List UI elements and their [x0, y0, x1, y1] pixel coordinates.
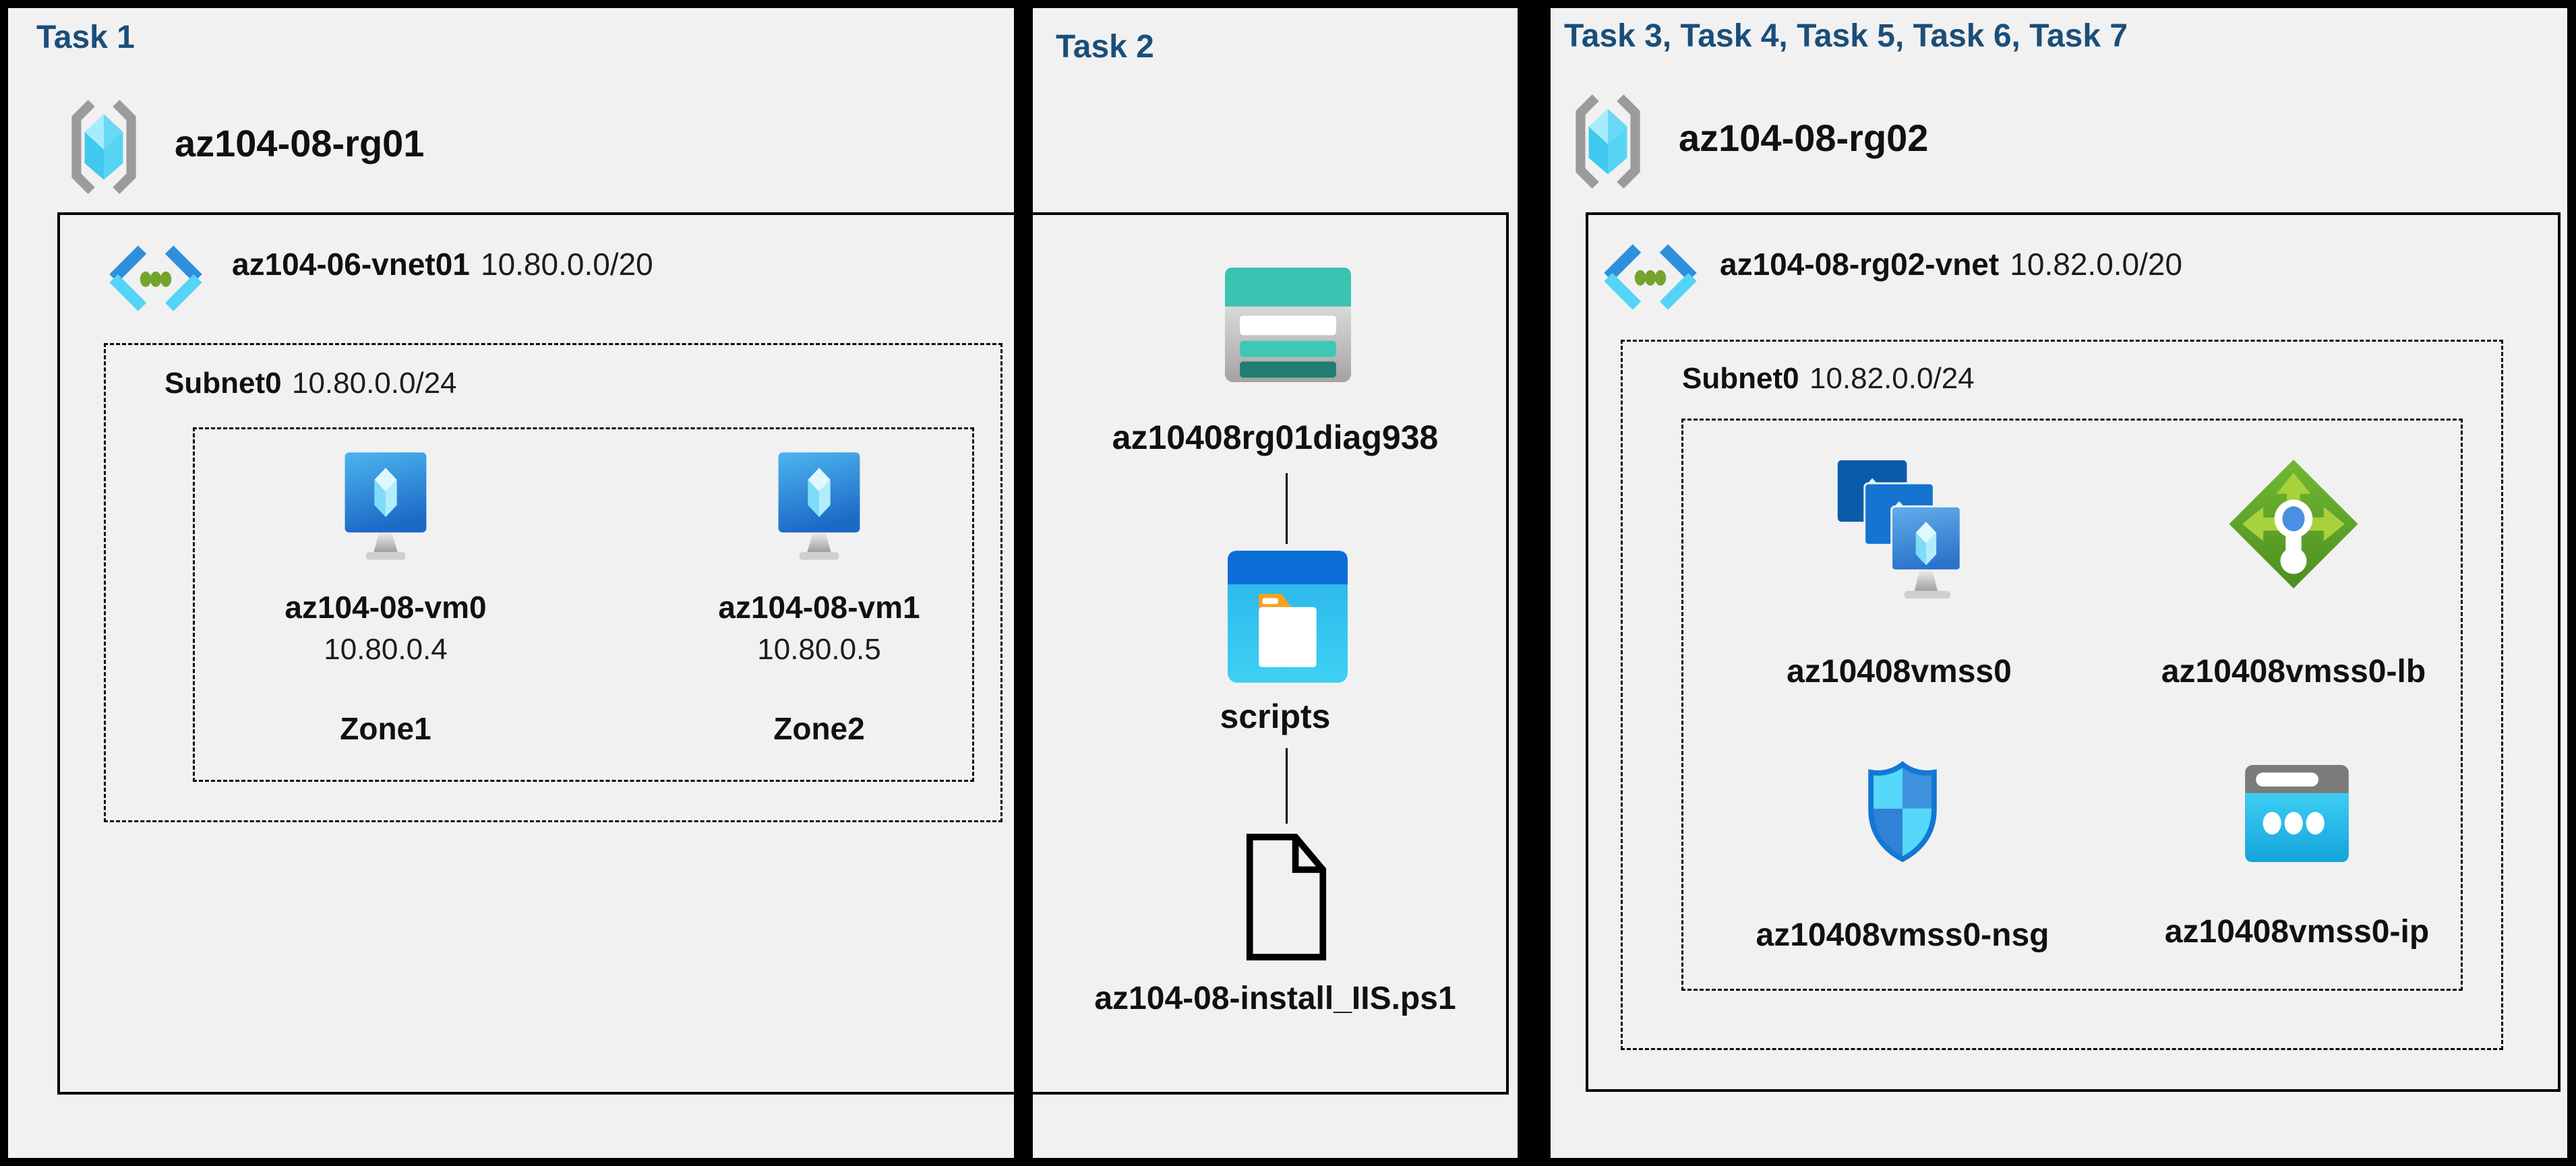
vnet-label: az104-06-vnet01 10.80.0.0/20 — [232, 246, 653, 282]
vm-node-1: az104-08-vm1 10.80.0.5 Zone2 — [671, 451, 967, 768]
vm-group-box: az104-08-vm0 10.80.0.4 Zone1 az104-08-vm… — [193, 427, 974, 782]
storage-chain-box — [1033, 212, 1509, 1095]
public-ip-name: az10408vmss0-ip — [2164, 914, 2430, 950]
shield-icon — [1868, 761, 1937, 863]
container-name: scripts — [1220, 698, 1331, 735]
subnet-label: Subnet0 10.82.0.0/24 — [1682, 362, 1975, 396]
vm-icon — [778, 452, 860, 560]
resource-group-icon — [71, 100, 136, 194]
connector-line — [1286, 473, 1288, 544]
load-balancer-node: az10408vmss0-lb — [2138, 454, 2449, 697]
resource-group-name: az104-08-rg01 — [175, 122, 425, 164]
storage-account-icon — [1225, 268, 1351, 382]
subnet-box: Subnet0 10.80.0.0/24 az104-08-vm0 10.80.0… — [104, 343, 1002, 822]
script-file-name: az104-08-install_IIS.ps1 — [1094, 981, 1456, 1016]
nsg-name: az10408vmss0-nsg — [1756, 917, 2049, 953]
vnet-box: az104-08-rg02-vnet 10.82.0.0/20 Subnet0 10… — [1586, 212, 2560, 1092]
storage-account-name: az10408rg01diag938 — [1112, 419, 1439, 456]
vnet-cidr: 10.80.0.0/20 — [480, 247, 653, 282]
vnet-name: az104-06-vnet01 — [232, 247, 470, 282]
load-balancer-name: az10408vmss0-lb — [2161, 654, 2426, 689]
vm-node-0: az104-08-vm0 10.80.0.4 Zone1 — [237, 451, 534, 768]
vnet-name: az104-08-rg02-vnet — [1720, 247, 2000, 282]
vnet-icon — [1604, 244, 1697, 310]
nsg-node: az10408vmss0-nsg — [1747, 743, 2058, 965]
vm-zone: Zone1 — [340, 711, 431, 746]
vm-ip: 10.80.0.5 — [757, 633, 881, 666]
panel-title-task2: Task 2 — [1056, 29, 1154, 65]
vm-ip: 10.80.0.4 — [324, 633, 448, 666]
subnet-cidr: 10.82.0.0/24 — [1809, 362, 1975, 395]
vm-zone: Zone2 — [773, 711, 865, 746]
vmss-node: az10408vmss0 — [1744, 458, 2054, 700]
connector-line — [1286, 748, 1288, 824]
panel-task2: Task 2 az10408rg01diag938 scripts az104-… — [1033, 8, 1518, 1158]
vnet-icon — [109, 245, 202, 311]
public-ip-icon — [2245, 765, 2349, 862]
vnet-label: az104-08-rg02-vnet 10.82.0.0/20 — [1720, 246, 2182, 282]
subnet-box: Subnet0 10.82.0.0/24 — [1621, 340, 2503, 1050]
vm-name: az104-08-vm1 — [718, 590, 920, 625]
panel-title-task3-7: Task 3, Task 4, Task 5, Task 6, Task 7 — [1564, 18, 2128, 54]
vm-name: az104-08-vm0 — [284, 590, 487, 625]
resource-group-name: az104-08-rg02 — [1679, 117, 1929, 159]
subnet-cidr: 10.80.0.0/24 — [291, 367, 457, 400]
vm-icon — [345, 452, 427, 560]
vmss-name: az10408vmss0 — [1787, 654, 2012, 689]
vnet-box: az104-06-vnet01 10.80.0.0/20 Subnet0 10.80… — [57, 212, 1014, 1095]
file-icon — [1246, 834, 1327, 960]
subnet-name: Subnet0 — [1682, 362, 1799, 395]
public-ip-node: az10408vmss0-ip — [2142, 760, 2452, 969]
vnet-cidr: 10.82.0.0/20 — [2010, 247, 2183, 282]
panel-title-task1: Task 1 — [36, 20, 135, 55]
load-balancer-icon — [2229, 459, 2358, 589]
subnet-name: Subnet0 — [164, 367, 282, 400]
resource-group-icon — [1576, 94, 1640, 189]
panel-task3-7: Task 3, Task 4, Task 5, Task 6, Task 7 a… — [1551, 8, 2567, 1158]
folder-icon — [1228, 551, 1348, 683]
resource-group-items-box: az10408vmss0 az10408vmss0-lb — [1681, 419, 2463, 991]
panel-task1: Task 1 az104-08-rg01 az104-06-vnet01 10.8… — [8, 8, 1014, 1158]
subnet-label: Subnet0 10.80.0.0/24 — [164, 367, 457, 400]
vmss-icon — [1837, 460, 1962, 599]
